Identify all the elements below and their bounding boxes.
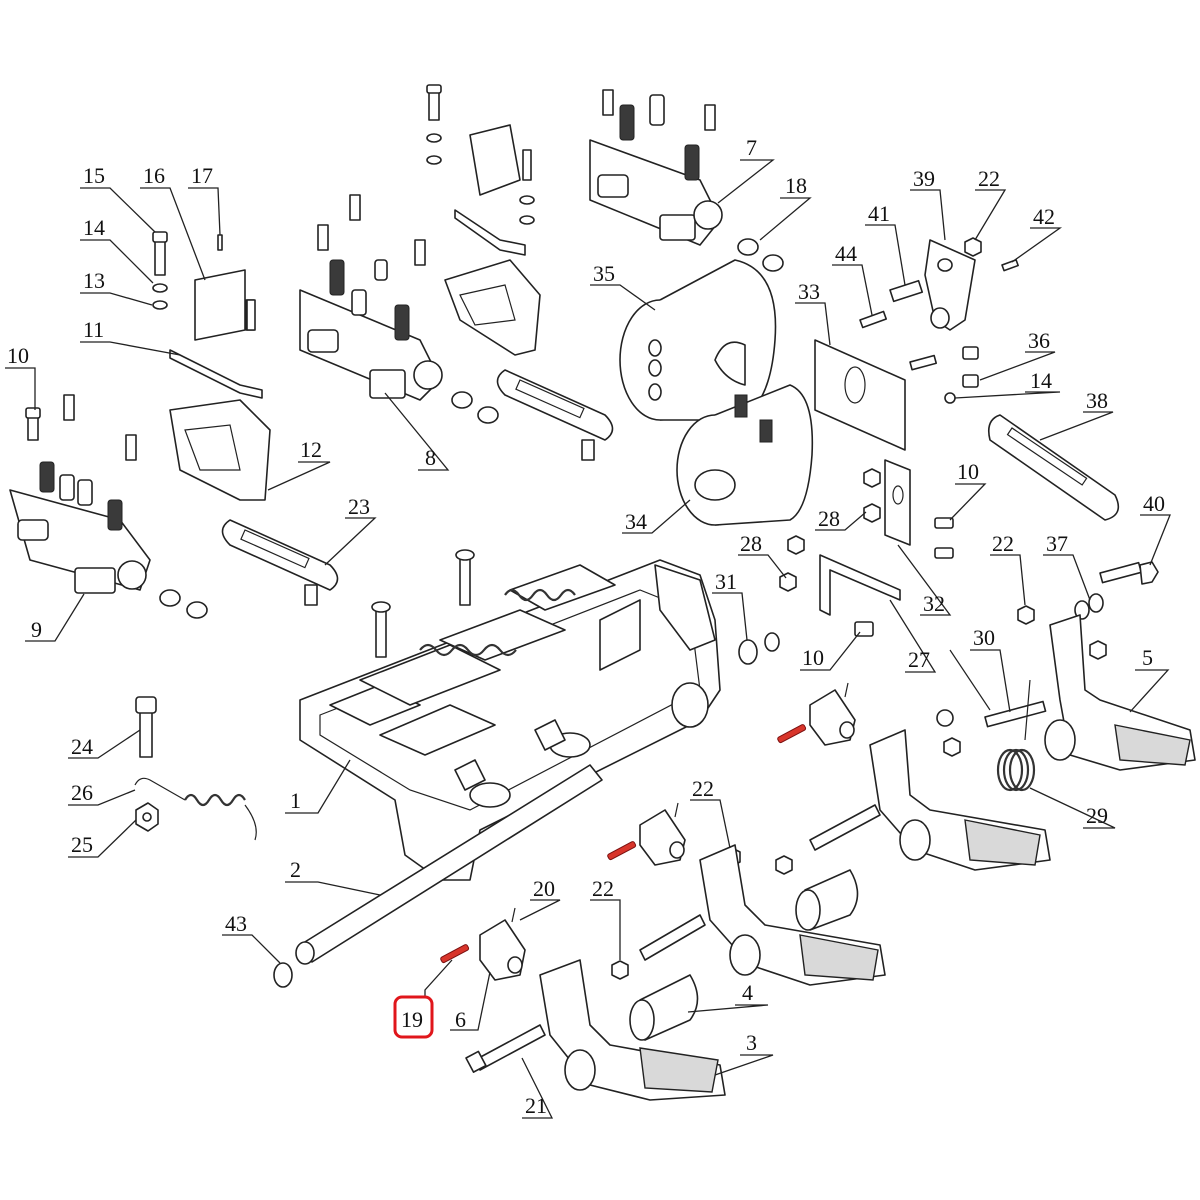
- frame-springs: [371, 549, 576, 658]
- callout-31: 31: [715, 569, 737, 594]
- callout-40: 40: [1143, 491, 1165, 516]
- highlight-box-19: [393, 995, 434, 1039]
- pin-41: [889, 279, 924, 303]
- callout-19: 19: [401, 1007, 423, 1032]
- bracket-cluster-center: [426, 84, 541, 356]
- callout-8: 8: [425, 445, 436, 470]
- valve-block-8: [246, 194, 499, 424]
- callout-34: 34: [625, 509, 647, 534]
- pins-20: [511, 682, 849, 923]
- plate-33: [814, 339, 906, 451]
- callout-21: 21: [525, 1093, 547, 1118]
- bracket-cluster-left: [152, 231, 271, 501]
- callout-33: 33: [798, 279, 820, 304]
- pedal-assembly-5: [1044, 614, 1196, 771]
- callout-29: 29: [1086, 803, 1108, 828]
- callout-6: 6: [455, 1007, 466, 1032]
- bracket-39: [924, 239, 976, 331]
- nut-22-top: [964, 237, 982, 257]
- callout-24: 24: [71, 734, 93, 759]
- callout-22-bottom: 22: [592, 876, 614, 901]
- callout-15: 15: [83, 163, 105, 188]
- spring-26: [134, 777, 257, 841]
- callout-37: 37: [1046, 531, 1068, 556]
- valve-block-7: [589, 89, 784, 272]
- callout-3: 3: [746, 1030, 757, 1055]
- nuts-22: [611, 605, 1107, 980]
- callout-20: 20: [533, 876, 555, 901]
- callout-39: 39: [913, 166, 935, 191]
- callout-1: 1: [290, 788, 301, 813]
- callout-27: 27: [908, 647, 930, 672]
- lever-arm-center: [496, 369, 614, 461]
- callout-7: 7: [746, 135, 757, 160]
- washers-37: [1074, 593, 1104, 620]
- callout-12: 12: [300, 437, 322, 462]
- callout-5: 5: [1142, 645, 1153, 670]
- callout-23: 23: [348, 494, 370, 519]
- pedal-assembly-second: [699, 844, 886, 986]
- pedal-assembly-middle: [869, 709, 1051, 871]
- bracket-27: [819, 554, 901, 616]
- bolt-40: [1099, 561, 1159, 585]
- leader-lines: [5, 159, 1171, 1119]
- callout-38: 38: [1086, 388, 1108, 413]
- callout-26: 26: [71, 780, 93, 805]
- callout-35: 35: [593, 261, 615, 286]
- nuts-28: [779, 468, 881, 592]
- bracket-32: [884, 459, 911, 546]
- callout-13: 13: [83, 268, 105, 293]
- circlip: [273, 962, 293, 988]
- valve-block-9: [9, 394, 208, 619]
- callout-22-right: 22: [992, 531, 1014, 556]
- washers-31: [738, 632, 780, 665]
- cylinder-cover-35: [619, 259, 777, 421]
- callout-44: 44: [835, 241, 857, 266]
- roll-pins-19: [440, 724, 807, 964]
- callout-22-top: 22: [978, 166, 1000, 191]
- pins-21: [465, 804, 881, 1073]
- bolt-24: [135, 696, 157, 758]
- callout-14-left: 14: [83, 215, 105, 240]
- callout-28-top: 28: [818, 506, 840, 531]
- callout-17: 17: [191, 163, 213, 188]
- hinge-blocks-6: [479, 689, 856, 981]
- valve-body-34: [676, 384, 814, 526]
- callout-10-left: 10: [7, 343, 29, 368]
- callout-10-lower: 10: [802, 645, 824, 670]
- callout-43: 43: [225, 911, 247, 936]
- pin-44: [859, 310, 888, 329]
- pin-30: [949, 649, 1047, 741]
- bolts-36: [909, 346, 979, 404]
- pedal-assembly-3: [539, 959, 726, 1101]
- callout-41: 41: [868, 201, 890, 226]
- callout-42: 42: [1033, 204, 1055, 229]
- callout-9: 9: [31, 617, 42, 642]
- callout-18: 18: [785, 173, 807, 198]
- callout-30: 30: [973, 625, 995, 650]
- callout-11: 11: [83, 317, 104, 342]
- callout-4: 4: [742, 980, 753, 1005]
- shaft: [295, 764, 603, 965]
- callout-10-right: 10: [957, 459, 979, 484]
- callout-28-lower: 28: [740, 531, 762, 556]
- callout-22-middle: 22: [692, 776, 714, 801]
- callout-labels: 1 2 3 4 5 6 7 8 9 10 10 10 11 12 13 14 1…: [7, 135, 1165, 1118]
- callout-32: 32: [923, 591, 945, 616]
- sleeves-4: [629, 869, 859, 1041]
- callout-25: 25: [71, 832, 93, 857]
- callout-2: 2: [290, 857, 301, 882]
- callout-36: 36: [1028, 328, 1050, 353]
- main-frame: [299, 559, 721, 881]
- callout-14-right: 14: [1030, 368, 1052, 393]
- callout-16: 16: [143, 163, 165, 188]
- screw-42: [1001, 259, 1019, 272]
- lever-arm-23: [221, 519, 339, 606]
- nut-25: [135, 802, 159, 832]
- link-arm-38: [987, 414, 1120, 521]
- torsion-spring-29: [996, 748, 1036, 792]
